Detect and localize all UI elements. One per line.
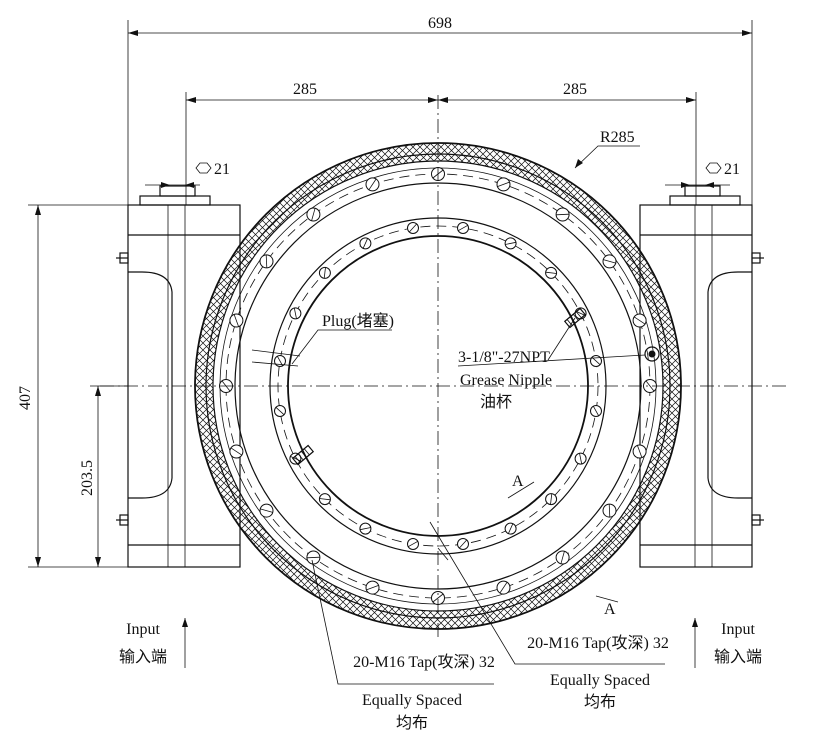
bolt-hole-thread-mark <box>293 307 297 319</box>
tap-callout-left: 20-M16 Tap(攻深) 32 Equally Spaced 均布 <box>311 559 495 732</box>
dimension-698: 698 <box>127 15 753 205</box>
tap-left-line-1: 20-M16 Tap(攻深) 32 <box>353 653 495 671</box>
plug-label: Plug(堵塞) <box>322 312 394 330</box>
tap-left-line-2: Equally Spaced <box>362 692 462 709</box>
input-left-cn: 输入端 <box>119 648 167 666</box>
bolt-hole-thread-mark <box>591 357 601 365</box>
tap-right-line-1: 20-M16 Tap(攻深) 32 <box>527 634 669 652</box>
bolt-hole-thread-mark <box>368 178 377 191</box>
center-lines <box>100 95 790 640</box>
bolt-hole-thread-mark <box>290 456 301 462</box>
grease-nipple-callout: 3-1/8"-27NPT Grease Nipple 油杯 <box>457 317 646 411</box>
bolt-hole-thread-mark <box>560 551 565 564</box>
dim-407-label: 407 <box>17 386 34 410</box>
dim-285-left-label: 285 <box>293 81 317 98</box>
grease-line-2: Grease Nipple <box>460 372 552 389</box>
bolt-hole-thread-mark <box>579 453 583 465</box>
bolt-hole-thread-mark <box>497 181 510 187</box>
bolt-hole-thread-mark <box>362 238 368 249</box>
dimension-203-5: 203.5 <box>79 385 128 567</box>
radius-label: R285 <box>600 129 635 146</box>
plug-callout: Plug(堵塞) <box>291 312 394 365</box>
input-left: Input 输入端 <box>119 618 188 668</box>
radius-callout: R285 <box>574 129 640 169</box>
input-right-cn: 输入端 <box>714 648 762 666</box>
grease-line-3: 油杯 <box>480 393 512 411</box>
bolt-hole-thread-mark <box>556 213 570 216</box>
hex-right-label: 21 <box>724 161 740 178</box>
bolt-hole-thread-mark <box>265 254 268 268</box>
input-left-label: Input <box>126 621 160 638</box>
bolt-hole-thread-mark <box>499 581 508 594</box>
dim-285-right-label: 285 <box>563 81 587 98</box>
grease-nipple-symbol <box>644 346 660 362</box>
left-housing <box>116 185 241 568</box>
bolt-hole-thread-mark <box>550 493 553 505</box>
hex-dimension-left: 21 <box>145 161 230 188</box>
bolt-hole-thread-mark <box>508 523 514 534</box>
bolt-hole-thread-mark <box>603 259 616 264</box>
right-housing <box>639 185 764 568</box>
hex-dimension-right: 21 <box>665 161 740 188</box>
tap-right-line-3: 均布 <box>584 693 616 711</box>
bolt-hole-thread-mark <box>233 314 239 327</box>
bolt-hole-thread-mark <box>505 241 517 245</box>
tap-right-line-2: Equally Spaced <box>550 672 650 689</box>
bolt-hole-thread-mark <box>359 527 371 531</box>
bolt-hole-thread-mark <box>637 445 643 458</box>
dim-698-label: 698 <box>428 15 452 32</box>
bolt-hole-thread-mark <box>230 447 243 456</box>
bolt-hole-thread-mark <box>592 406 600 416</box>
bolt-hole-thread-mark <box>311 208 316 221</box>
bolt-hole-thread-mark <box>366 585 379 591</box>
bolt-hole-thread-mark <box>459 539 467 549</box>
bolt-hole-thread-mark <box>260 508 273 513</box>
bolt-hole-thread-mark <box>458 224 468 232</box>
tap-left-line-3: 均布 <box>396 714 428 732</box>
section-mark-1: A <box>512 473 524 490</box>
hex-left-label: 21 <box>214 161 230 178</box>
bolt-hole-thread-mark <box>633 316 646 325</box>
dimension-285-pair: 285 285 <box>185 81 697 205</box>
tap-callout-right: 20-M16 Tap(攻深) 32 Equally Spaced 均布 <box>429 521 669 711</box>
bolt-hole-thread-mark <box>432 593 444 603</box>
bolt-hole-thread-mark <box>608 504 611 518</box>
bolt-hole-thread-mark <box>319 498 331 501</box>
input-right-label: Input <box>721 621 755 638</box>
plug-symbols <box>251 307 587 466</box>
dimension-407: 407 <box>17 204 128 568</box>
grease-line-1: 3-1/8"-27NPT <box>458 349 550 366</box>
hex-icon <box>195 162 212 174</box>
bolt-hole-thread-mark <box>409 223 417 233</box>
bolt-hole-thread-mark <box>645 380 655 392</box>
bolt-hole-thread-mark <box>306 556 320 559</box>
inner-bolt-holes <box>274 222 602 550</box>
bolt-hole-thread-mark <box>575 310 586 316</box>
outer-bolt-holes <box>219 167 657 605</box>
hex-icon <box>705 162 722 174</box>
section-mark-2: A <box>604 601 616 618</box>
bolt-hole-thread-mark <box>545 271 557 274</box>
bolt-hole-thread-mark <box>408 540 418 548</box>
bolt-hole-thread-mark <box>275 407 285 415</box>
section-marks: A A <box>507 473 619 618</box>
dim-203-5-label: 203.5 <box>79 460 96 496</box>
input-right: Input 输入端 <box>692 618 762 668</box>
bolt-hole-thread-mark <box>323 267 326 279</box>
